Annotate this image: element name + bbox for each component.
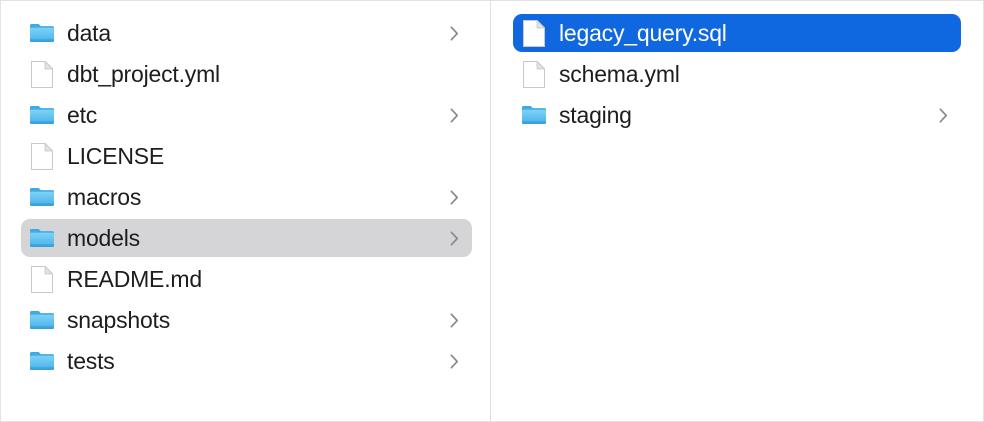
document-icon [29,142,55,170]
document-icon [29,60,55,88]
item-label: legacy_query.sql [559,20,727,46]
folder-icon [29,183,55,211]
folder-row[interactable]: models [21,219,472,257]
chevron-right-icon[interactable] [446,350,462,372]
folder-row[interactable]: snapshots [21,301,472,339]
item-label: dbt_project.yml [67,61,220,87]
item-label: tests [67,348,115,374]
chevron-right-icon[interactable] [935,104,951,126]
chevron-right-icon[interactable] [446,22,462,44]
document-icon [521,60,547,88]
item-label: staging [559,102,632,128]
document-icon [29,265,55,293]
item-label: README.md [67,266,202,292]
item-label: snapshots [67,307,171,333]
folder-icon [29,101,55,129]
folder-row[interactable]: etc [21,96,472,134]
folder-row[interactable]: macros [21,178,472,216]
item-label: LICENSE [67,143,165,169]
chevron-right-icon[interactable] [446,104,462,126]
folder-icon [29,306,55,334]
file-row[interactable]: legacy_query.sql [513,14,961,52]
document-icon [521,19,547,47]
item-label: macros [67,184,142,210]
item-label: data [67,20,111,46]
item-label: etc [67,102,98,128]
item-label: models [67,225,140,251]
file-row[interactable]: schema.yml [513,55,961,93]
folder-row[interactable]: staging [513,96,961,134]
chevron-right-icon[interactable] [446,227,462,249]
folder-icon [521,101,547,129]
folder-row[interactable]: data [21,14,472,52]
chevron-right-icon[interactable] [446,186,462,208]
column-child[interactable]: legacy_query.sql schema.yml staging [491,1,983,421]
item-label: schema.yml [559,61,680,87]
folder-icon [29,224,55,252]
folder-row[interactable]: tests [21,342,472,380]
file-row[interactable]: dbt_project.yml [21,55,472,93]
folder-icon [29,347,55,375]
folder-icon [29,19,55,47]
file-row[interactable]: README.md [21,260,472,298]
chevron-right-icon[interactable] [446,309,462,331]
file-row[interactable]: LICENSE [21,137,472,175]
